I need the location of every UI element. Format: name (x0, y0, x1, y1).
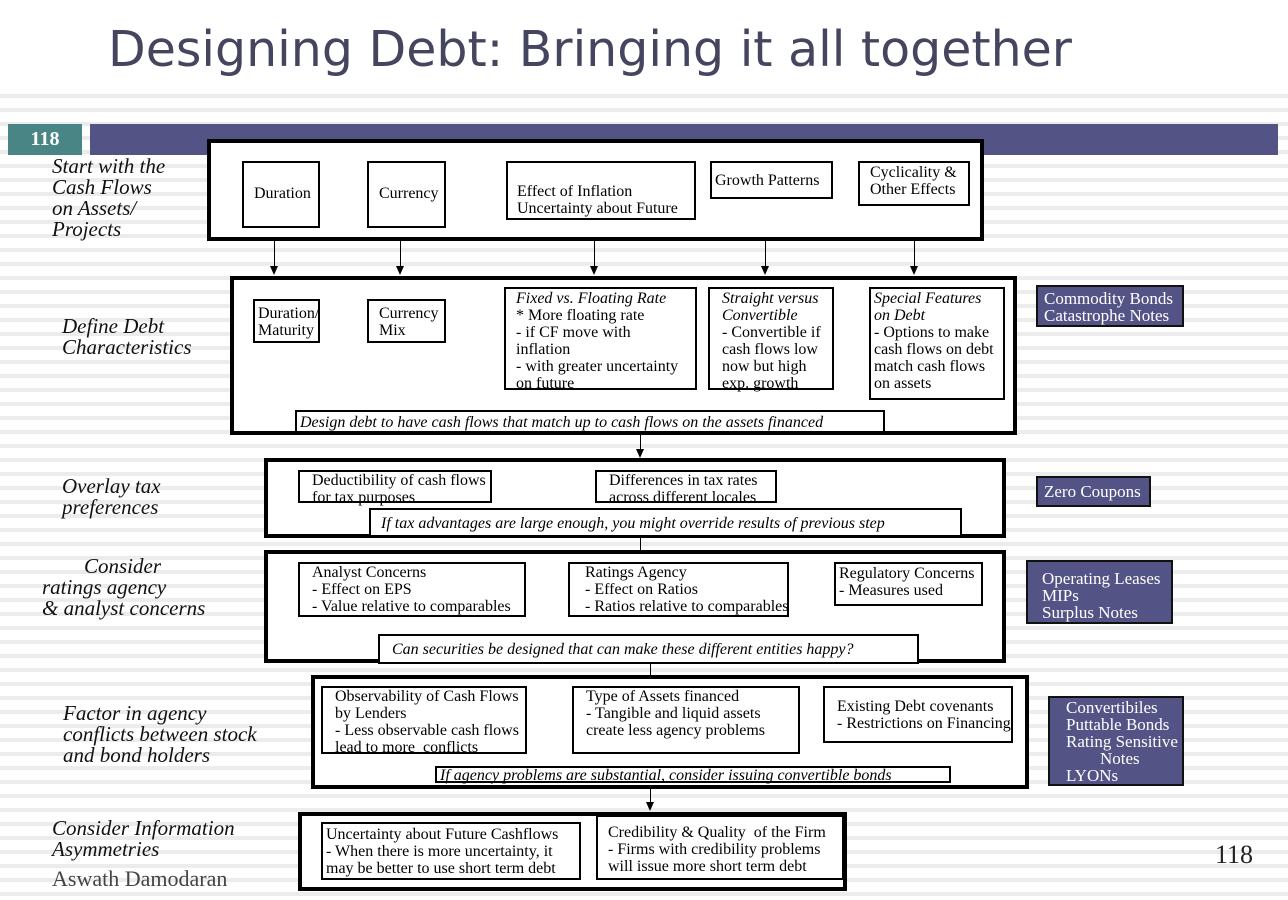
box-regulatory-concerns: Regulatory Concerns - Measures used (834, 562, 983, 606)
slide-number-badge: 118 (8, 124, 82, 155)
box-cyclicality: Cyclicality & Other Effects (858, 161, 970, 206)
fixed-floating-body: * More floating rate - if CF move with i… (516, 307, 679, 392)
note-securities-design: Can securities be designed that can make… (378, 634, 919, 664)
row-label-debt-characteristics: Define Debt Characteristics (62, 314, 192, 359)
note-tax-advantages: If tax advantages are large enough, you … (369, 508, 962, 537)
box-growth: Growth Patterns (710, 161, 833, 199)
box-future-uncertainty: Uncertainty about Future Cashflows - Whe… (321, 822, 581, 880)
note-agency-problems: If agency problems are substantial, cons… (435, 766, 951, 784)
box-duration: Duration (242, 161, 320, 228)
arrow-down-icon (270, 266, 278, 275)
box-observability: Observability of Cash Flows by Lenders -… (321, 686, 527, 756)
arrow-down-icon (396, 266, 404, 275)
page-number: 118 (1215, 840, 1254, 869)
note-design-debt: Design debt to have cash flows that matc… (295, 410, 885, 433)
straight-convertible-body: - Convertible if cash flows low now but … (722, 324, 821, 392)
box-inflation: Effect of Inflation Uncertainty about Fu… (506, 161, 696, 220)
box-deductibility: Deductibility of cash flows for tax purp… (298, 470, 492, 506)
box-straight-convertible: Straight versus Convertible- Convertible… (708, 287, 834, 392)
footer-author: Aswath Damodaran (52, 866, 228, 891)
examples-convertibles: Convertibiles Puttable Bonds Rating Sens… (1048, 696, 1184, 786)
box-ratings-agency: Ratings Agency - Effect on Ratios - Rati… (568, 562, 789, 617)
row-label-tax: Overlay tax preferences (62, 474, 161, 519)
row-label-cash-flows: Start with the Cash Flows on Assets/ Pro… (52, 154, 166, 241)
row-label-information: Consider Information Asymmetries (52, 816, 235, 861)
straight-convertible-title: Straight versus Convertible (722, 290, 819, 324)
slide-title: Designing Debt: Bringing it all together (0, 0, 1288, 88)
box-analyst-concerns: Analyst Concerns - Effect on EPS - Value… (298, 562, 526, 617)
special-features-title: Special Features on Debt (874, 290, 982, 324)
arrow-down-icon (636, 449, 644, 458)
arrow-down-icon (646, 802, 654, 811)
box-asset-type: Type of Assets financed - Tangible and l… (572, 686, 800, 754)
box-tax-rates: Differences in tax rates across differen… (595, 470, 777, 506)
row-label-agency: Factor in agency conflicts between stock… (63, 701, 257, 767)
fixed-floating-title: Fixed vs. Floating Rate (516, 290, 667, 307)
box-duration-maturity: Duration/ Maturity (253, 299, 320, 343)
arrow-down-icon (910, 266, 918, 275)
examples-commodity-bonds: Commodity Bonds Catastrophe Notes (1036, 285, 1184, 327)
special-features-body: - Options to make cash flows on debt mat… (874, 324, 994, 392)
examples-operating-leases: Operating Leases MIPs Surplus Notes (1026, 560, 1173, 624)
box-debt-covenants: Existing Debt covenants - Restrictions o… (823, 686, 1013, 743)
row-label-ratings: Consider ratings agency & analyst concer… (42, 554, 206, 620)
box-currency: Currency (367, 161, 446, 228)
arrow-down-icon (590, 266, 598, 275)
arrow-down-icon (761, 266, 769, 275)
box-currency-mix: Currency Mix (367, 299, 446, 343)
box-credibility: Credibility & Quality of the Firm - Firm… (596, 815, 844, 880)
box-special-features: Special Features on Debt- Options to mak… (869, 287, 1005, 400)
examples-zero-coupons: Zero Coupons (1036, 476, 1151, 507)
box-fixed-floating: Fixed vs. Floating Rate* More floating r… (504, 287, 697, 392)
